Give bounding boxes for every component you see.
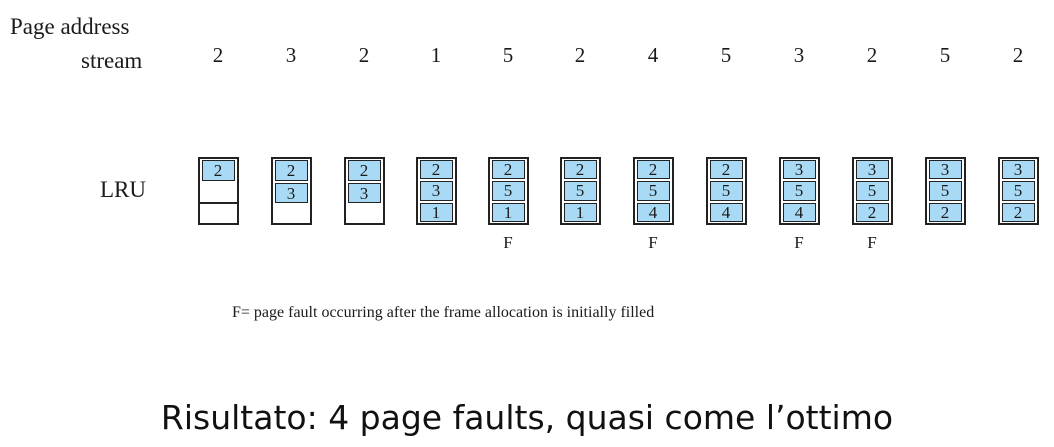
page-fault-marker: F [794, 233, 804, 252]
frame-cell: 2 [855, 202, 889, 222]
frame-cell: 3 [274, 182, 308, 204]
stream-value: 2 [1012, 43, 1024, 67]
frame-cell: 5 [782, 181, 816, 201]
stream-value: 3 [285, 43, 297, 67]
frame-cell-empty [272, 204, 310, 224]
lru-label: LRU [100, 177, 146, 202]
frame-cell: 2 [709, 160, 743, 180]
frame-cell: 2 [274, 160, 308, 181]
frame-cell: 3 [928, 160, 962, 180]
page-fault-marker: F [867, 233, 877, 252]
stream-value: 2 [866, 43, 878, 67]
page-fault-marker: F [503, 233, 513, 252]
frame-cell-empty [345, 204, 383, 224]
stream-value: 5 [720, 43, 732, 67]
frame-cell: 3 [347, 182, 381, 204]
frame-cell: 4 [782, 202, 816, 222]
frame-cell: 2 [1001, 202, 1035, 222]
frame-cell: 2 [636, 160, 670, 180]
frame-cell: 2 [347, 160, 381, 181]
frame-column: 2 [197, 157, 239, 225]
frame-cell: 1 [419, 202, 453, 222]
frame-cell: 5 [636, 181, 670, 201]
frame-cell: 4 [636, 202, 670, 222]
frame-cell: 3 [1001, 160, 1035, 180]
frame-cell-empty [199, 203, 237, 223]
frame-cell: 2 [491, 160, 525, 180]
frame-cell: 4 [709, 202, 743, 222]
stream-value: 4 [647, 43, 659, 67]
frame-cell: 5 [709, 181, 743, 201]
page-fault-marker: F [648, 233, 658, 252]
result-text: Risultato: 4 page faults, quasi come l’o… [160, 398, 894, 437]
stream-value: 5 [502, 43, 514, 67]
frame-cell: 2 [928, 202, 962, 222]
frame-cell: 5 [928, 181, 962, 201]
frame-cell-empty [199, 182, 237, 204]
frame-cell: 5 [563, 181, 597, 201]
frame-cell: 5 [1001, 181, 1035, 201]
frame-cell: 1 [491, 202, 525, 222]
frame-cell: 2 [419, 160, 453, 180]
stream-label-line1: Page address [10, 14, 130, 39]
frame-cell: 3 [419, 181, 453, 201]
frame-cell: 3 [782, 160, 816, 180]
stream-value: 3 [793, 43, 805, 67]
frame-cell: 2 [201, 160, 235, 182]
stream-value: 2 [358, 43, 370, 67]
frame-cell: 3 [855, 160, 889, 180]
frame-cell: 5 [491, 181, 525, 201]
frame-cell: 2 [563, 160, 597, 180]
stream-value: 2 [574, 43, 586, 67]
footnote: F= page fault occurring after the frame … [232, 304, 655, 321]
frame-cell: 1 [563, 202, 597, 222]
frame-cell: 5 [855, 181, 889, 201]
stream-label-line2: stream [81, 48, 143, 73]
stream-value: 2 [212, 43, 224, 67]
stream-value: 1 [430, 43, 442, 67]
stream-value: 5 [939, 43, 951, 67]
